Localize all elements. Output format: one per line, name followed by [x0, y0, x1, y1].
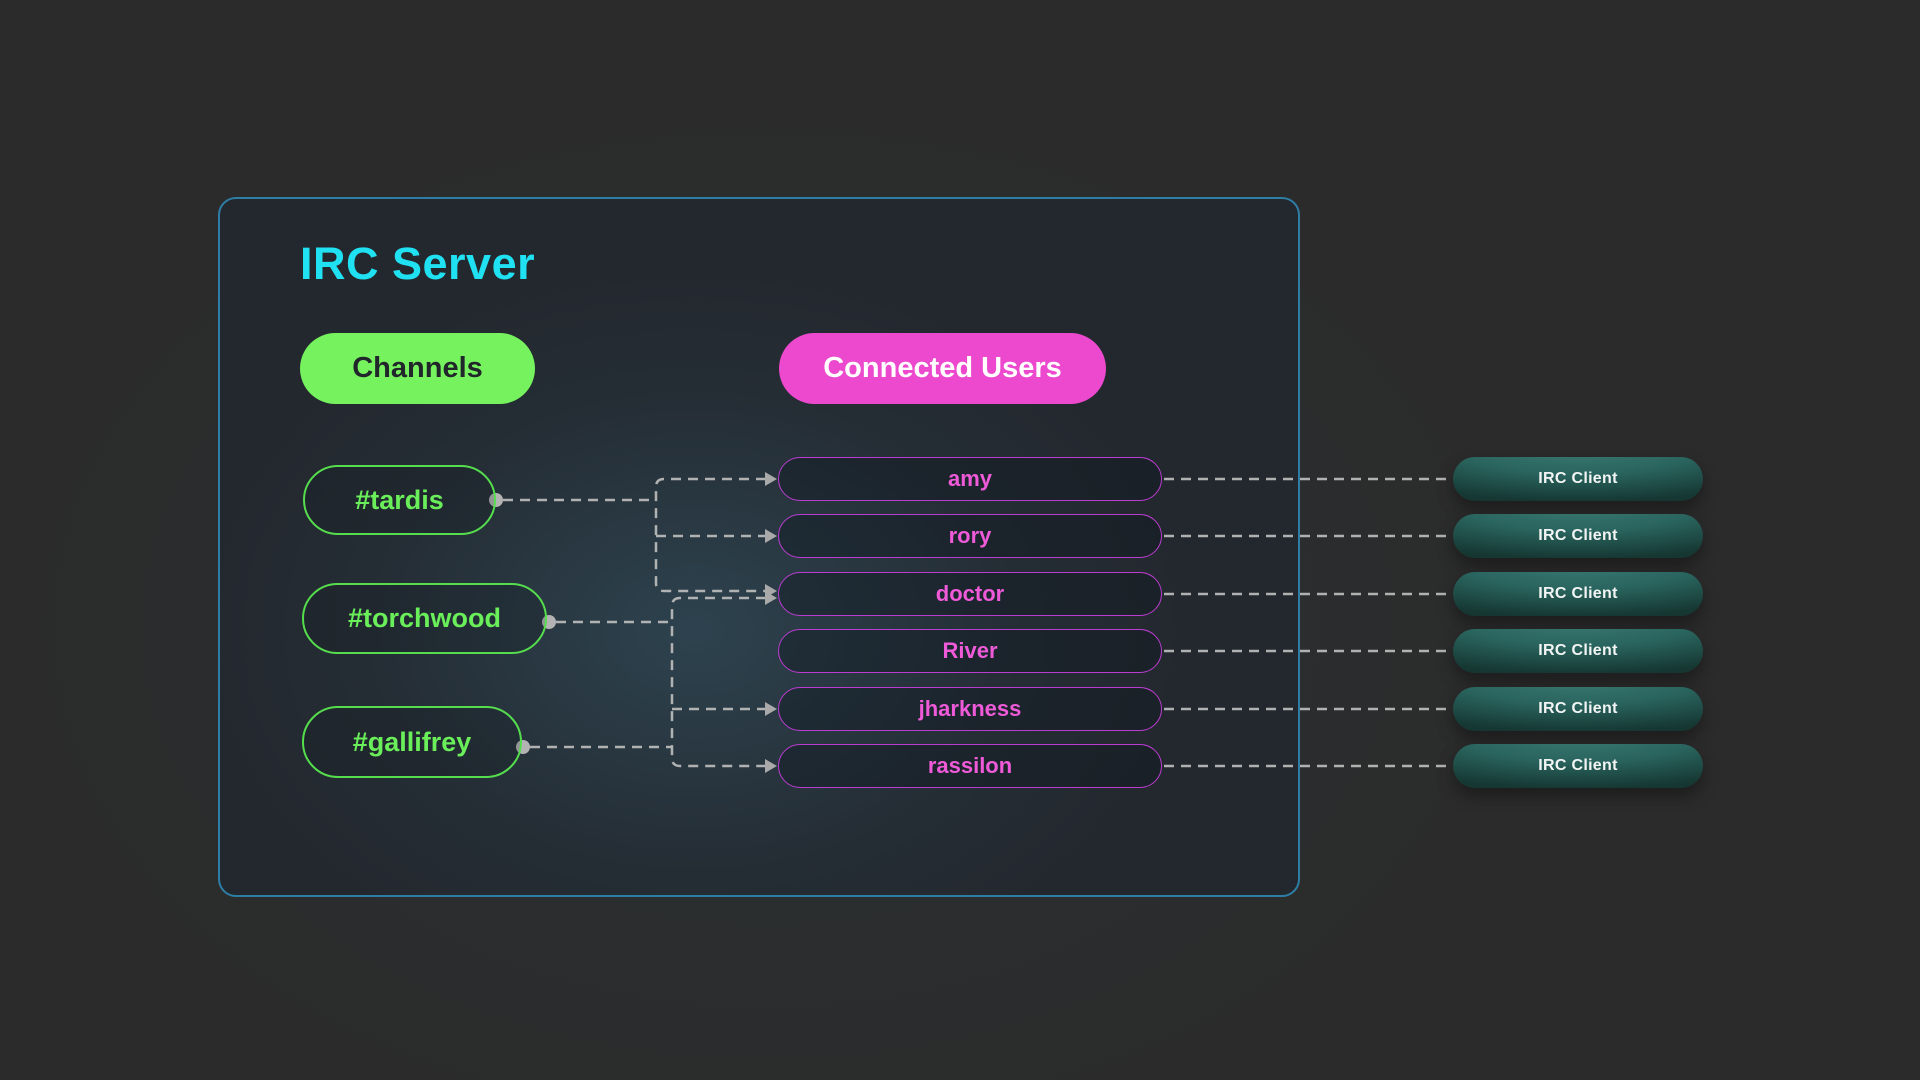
user-node-rory: rory [778, 514, 1162, 558]
irc-client-node-1: IRC Client [1453, 457, 1703, 501]
user-node-rassilon: rassilon [778, 744, 1162, 788]
user-node-amy: amy [778, 457, 1162, 501]
user-node-river: River [778, 629, 1162, 673]
irc-client-node-6: IRC Client [1453, 744, 1703, 788]
irc-client-node-5: IRC Client [1453, 687, 1703, 731]
connected-users-header-pill: Connected Users [779, 333, 1106, 404]
irc-client-node-2: IRC Client [1453, 514, 1703, 558]
user-node-doctor: doctor [778, 572, 1162, 616]
server-title: IRC Server [300, 238, 536, 289]
channel-node-gallifrey: #gallifrey [302, 706, 522, 778]
irc-client-node-3: IRC Client [1453, 572, 1703, 616]
irc-client-node-4: IRC Client [1453, 629, 1703, 673]
channel-node-torchwood: #torchwood [302, 583, 547, 654]
channel-node-tardis: #tardis [303, 465, 496, 535]
channels-header-pill: Channels [300, 333, 535, 404]
user-node-jharkness: jharkness [778, 687, 1162, 731]
